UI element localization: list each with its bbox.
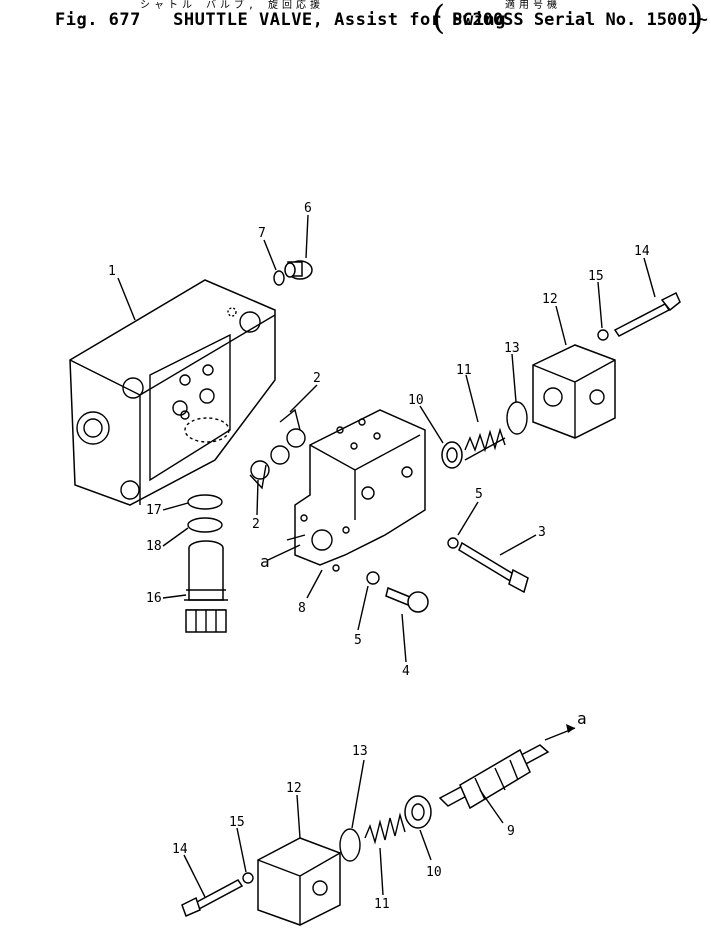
callout-12-lower: 12 [286,781,302,796]
callout-12-upper: 12 [542,292,558,307]
figure-title: Fig. 677 SHUTTLE VALVE, Assist for Swing [55,10,506,30]
callout-16: 16 [146,591,162,606]
o-rings-part-2 [249,408,306,490]
bolt-part-3 [458,541,529,594]
washer-part-5-lower [366,571,380,585]
o-ring-part-17 [187,494,223,510]
reference-a-lower: a [577,709,587,728]
figure-header: シャトル バルブ, 旋回応援 適用号機 Fig. 677 SHUTTLE VAL… [0,0,711,40]
callout-10-upper: 10 [408,393,424,408]
reference-a-upper: a [260,552,270,571]
callout-13-lower: 13 [352,744,368,759]
o-ring-part-7 [273,270,285,286]
callout-14-upper: 14 [634,244,650,259]
callout-8: 8 [298,601,306,616]
callout-1: 1 [108,264,116,279]
callout-2-bottom: 2 [252,517,260,532]
callout-11-upper: 11 [456,363,472,378]
bolt-part-14-upper [613,291,681,337]
cover-block-part-12-upper [532,344,616,439]
o-ring-part-13-lower [339,828,361,862]
spring-part-11-upper [464,427,506,461]
open-paren: ( [432,0,446,38]
callout-13-upper: 13 [504,341,520,356]
callout-18: 18 [146,539,162,554]
callout-9: 9 [507,824,515,839]
plug-part-6 [284,260,313,280]
poppet-part-10-upper [441,441,463,469]
serial-range: PC200SS Serial No. 15001~ [452,10,708,30]
callout-4: 4 [402,664,410,679]
callout-2-top: 2 [313,371,321,386]
poppet-part-10-lower [404,795,432,829]
o-ring-part-13-upper [506,401,528,435]
callout-3: 3 [538,525,546,540]
callout-15-lower: 15 [229,815,245,830]
leader-lines [117,214,656,898]
washer-part-15-upper [597,329,609,341]
callout-15-upper: 15 [588,269,604,284]
callout-10-lower: 10 [426,865,442,880]
callout-5-right: 5 [475,487,483,502]
cover-block-part-12-lower [257,837,341,926]
japanese-serial-label: 適用号機 [505,0,561,11]
callout-7: 7 [258,226,266,241]
check-valve-part-16 [184,540,228,633]
close-paren: ) [690,0,704,38]
bolt-part-4 [385,586,429,613]
valve-body-part-1 [69,279,276,506]
callout-5-lower: 5 [354,633,362,648]
japanese-title: シャトル バルブ, 旋回応援 [140,0,325,11]
o-ring-part-18 [187,517,223,533]
shuttle-body-part-8 [294,409,426,572]
washer-part-5-right [447,537,459,549]
spool-part-9 [438,744,550,810]
callout-6: 6 [304,201,312,216]
callout-14-lower: 14 [172,842,188,857]
spring-part-11-lower [364,812,406,845]
callout-11-lower: 11 [374,897,390,912]
callout-17: 17 [146,503,162,518]
washer-part-15-lower [242,872,254,884]
bolt-part-14-lower [181,879,244,918]
